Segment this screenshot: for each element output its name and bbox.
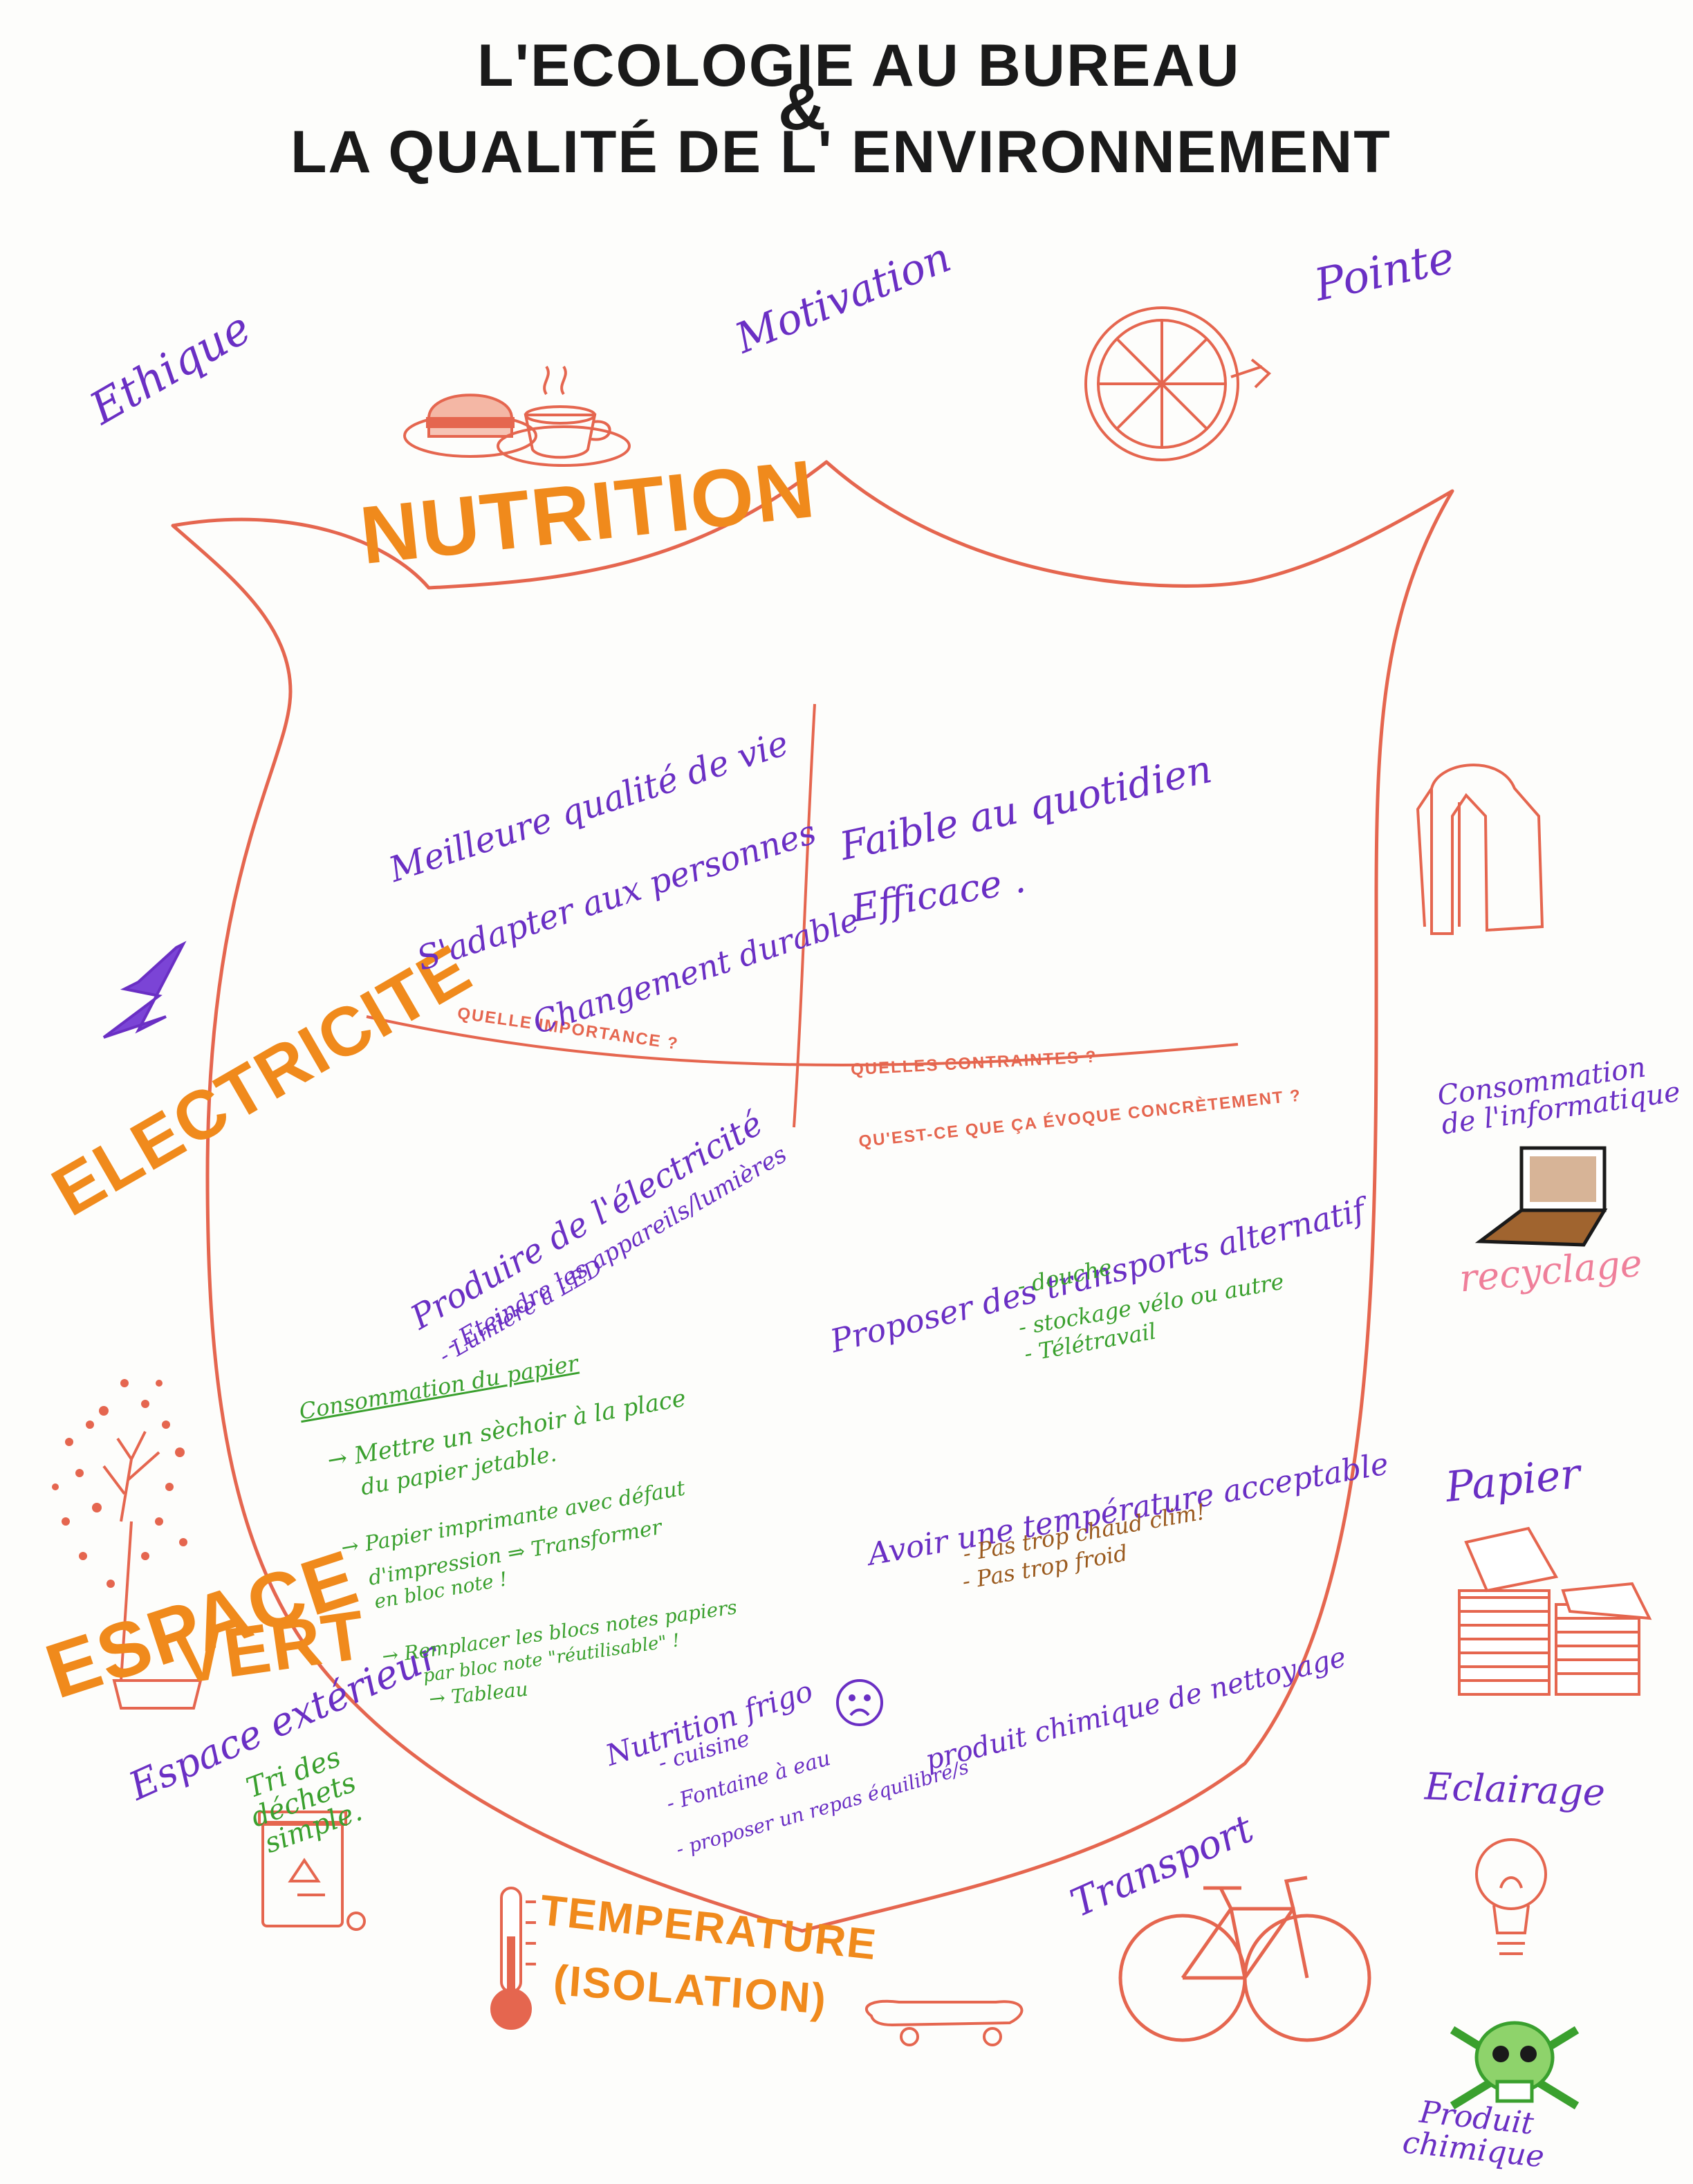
shield-outline: [171, 460, 1454, 1933]
label-produit-chimique: Produit chimique: [1401, 2095, 1549, 2175]
thermometer-icon: [490, 1887, 536, 2030]
sad-face-icon: [836, 1679, 883, 1726]
label-eclairage: Eclairage: [1424, 1764, 1606, 1815]
shield-divider-horizontal: [366, 1015, 1239, 1066]
coffee-cup-icon: [497, 365, 631, 467]
title-line-1: L'ECOLOGIE AU BUREAU: [477, 33, 1241, 99]
pizza-icon: [1084, 306, 1271, 461]
tree-icon: [52, 1379, 203, 1710]
skateboard-icon: [865, 1999, 1024, 2046]
laptop-icon: [1474, 1146, 1608, 1247]
shield-divider-vertical: [793, 703, 816, 1128]
skull-icon: [1450, 2021, 1580, 2110]
burger-icon: [403, 394, 537, 458]
title-ampersand: &: [778, 70, 828, 144]
recycle-bin-icon: [258, 1811, 366, 1931]
lightning-icon: [102, 941, 187, 1039]
lightbulb-icon: [1475, 1838, 1547, 1955]
paper-stack-icon: [1458, 1526, 1652, 1696]
title-line-2: LA QUALITÉ DE L' ENVIRONNEMENT: [290, 119, 1391, 185]
bicycle-icon: [1118, 1876, 1371, 2042]
jacket-icon: [1416, 764, 1544, 935]
